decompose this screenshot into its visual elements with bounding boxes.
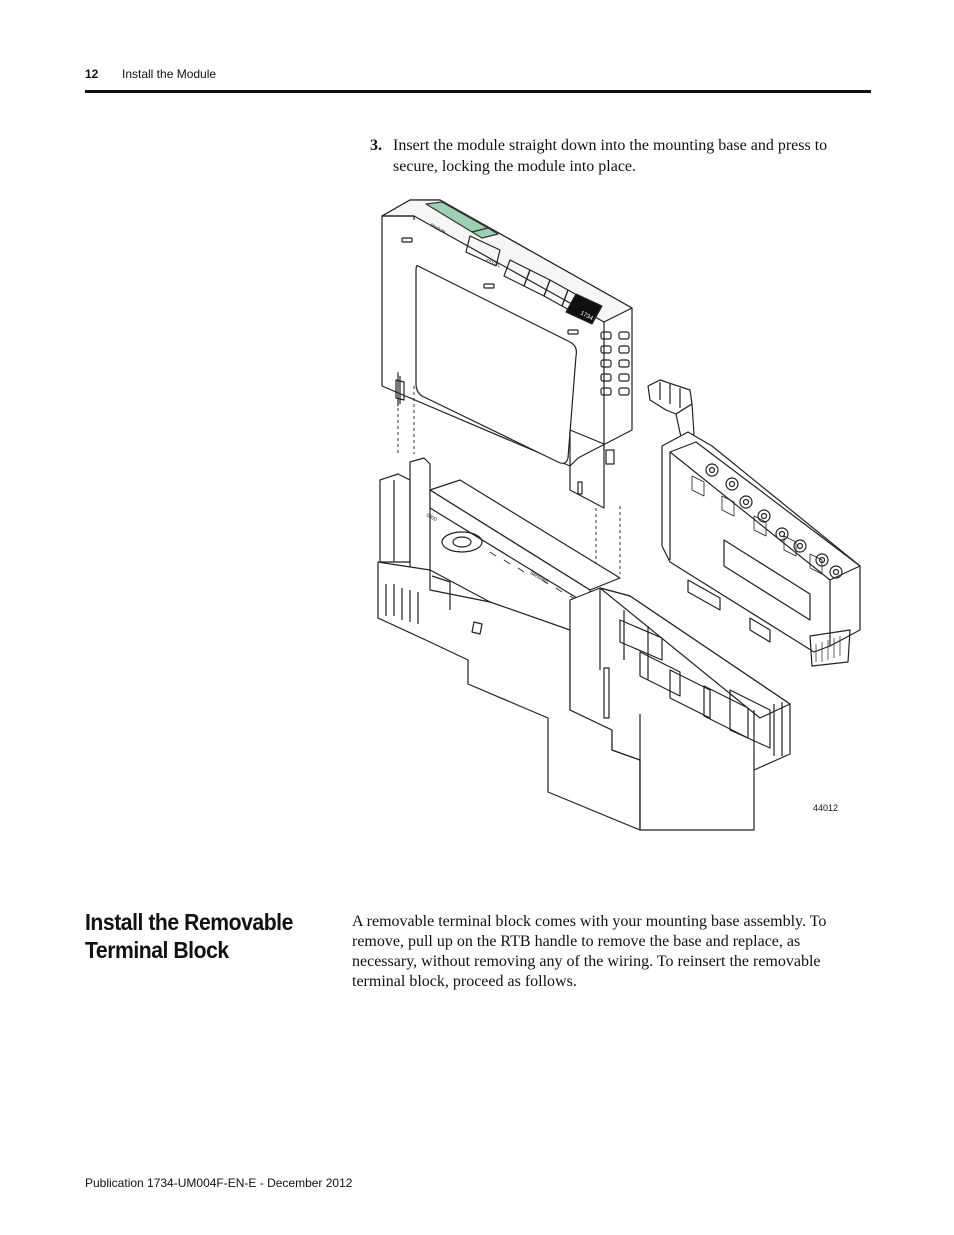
page-header: 12 Install the Module bbox=[85, 66, 871, 93]
svg-text:1734: 1734 bbox=[579, 310, 594, 322]
removable-terminal-block-drawing bbox=[647, 379, 861, 667]
module-install-illustration: 1734 Module 24VDC bbox=[377, 199, 861, 831]
mounting-base-drawing: 0000 8888888 bbox=[377, 457, 791, 831]
section-body-paragraph: A removable terminal block comes with yo… bbox=[352, 913, 827, 990]
svg-text:0000: 0000 bbox=[425, 512, 438, 523]
page-number: 12 bbox=[85, 67, 99, 81]
figure-id: 44012 bbox=[813, 803, 839, 813]
section-heading: Install the Removable Terminal Block bbox=[85, 908, 306, 964]
page-footer: Publication 1734-UM004F-EN-E - December … bbox=[85, 1176, 353, 1190]
section-heading-line-2: Terminal Block bbox=[85, 937, 229, 963]
running-title: Install the Module bbox=[122, 67, 217, 81]
step-text: Insert the module straight down into the… bbox=[393, 137, 828, 175]
section-heading-line-1: Install the Removable bbox=[85, 909, 293, 935]
step-number: 3. bbox=[370, 137, 382, 154]
io-module-drawing: 1734 Module 24VDC bbox=[381, 199, 633, 509]
